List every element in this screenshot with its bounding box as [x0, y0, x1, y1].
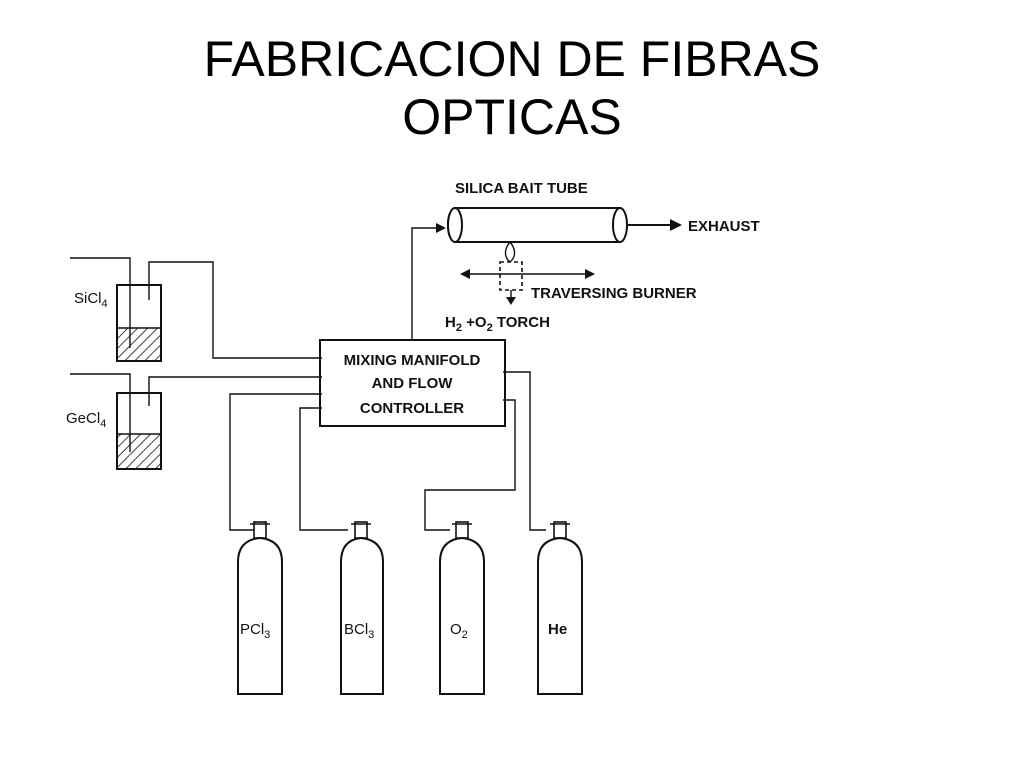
- gecl4-bubbler: [70, 373, 322, 470]
- title-line-2: OPTICAS: [402, 89, 622, 145]
- exhaust-label: EXHAUST: [688, 218, 760, 235]
- bcl3-cylinder: [340, 521, 384, 695]
- sicl4-label: SiCl4: [74, 290, 108, 310]
- silica-bait-tube-label: SILICA BAIT TUBE: [455, 180, 588, 197]
- title-line-1: FABRICACION DE FIBRAS: [203, 31, 821, 87]
- gecl4-label: GeCl4: [66, 410, 106, 430]
- flame-icon: [504, 240, 516, 263]
- o2-cylinder: [439, 521, 485, 695]
- mixing-manifold-box: [319, 339, 506, 427]
- bcl3-label: BCl3: [344, 621, 374, 641]
- he-label: He: [548, 621, 567, 638]
- manifold-label-line-3: CONTROLLER: [360, 400, 464, 417]
- torch-label: H2 +O2 TORCH: [445, 314, 550, 334]
- traversing-burner: [460, 261, 595, 305]
- manifold-label-line-1: MIXING MANIFOLD: [344, 352, 481, 369]
- slide-title: FABRICACION DE FIBRAS OPTICAS: [0, 30, 1024, 146]
- exhaust-arrow: [627, 219, 682, 231]
- gas-lines: [229, 371, 546, 531]
- he-cylinder: [537, 521, 583, 695]
- pcl3-label: PCl3: [240, 621, 270, 641]
- manifold-label-line-2: AND FLOW: [372, 375, 454, 392]
- feed-line-to-tube: [411, 223, 446, 340]
- o2-label: O2: [450, 621, 468, 641]
- sicl4-bubbler: [70, 257, 322, 362]
- traversing-burner-label: TRAVERSING BURNER: [531, 285, 697, 302]
- silica-bait-tube: [447, 207, 628, 243]
- pcl3-cylinder: [237, 521, 283, 695]
